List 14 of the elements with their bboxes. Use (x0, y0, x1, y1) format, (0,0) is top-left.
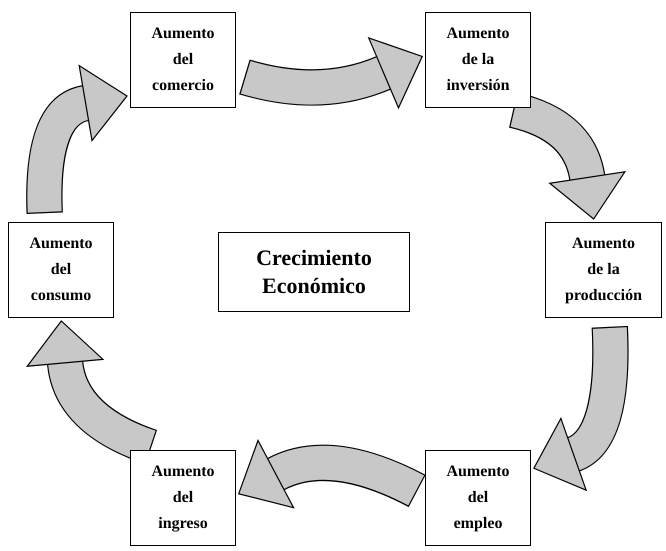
process-box (130, 450, 236, 546)
box-text: Aumento del consumo (28, 234, 94, 306)
process-box (425, 12, 531, 108)
process-box (425, 450, 531, 546)
box-text: Crecimiento Económico (255, 244, 373, 300)
box-text: Aumento del comercio (150, 24, 216, 96)
process-box (545, 222, 662, 318)
process-box (130, 12, 236, 108)
process-box (8, 222, 114, 318)
box-text: Aumento de la inversión (445, 24, 511, 96)
box-text: Aumento de la producción (564, 234, 643, 306)
process-box (218, 232, 410, 312)
box-text: Aumento del ingreso (150, 462, 216, 534)
box-text: Aumento del empleo (445, 462, 511, 534)
